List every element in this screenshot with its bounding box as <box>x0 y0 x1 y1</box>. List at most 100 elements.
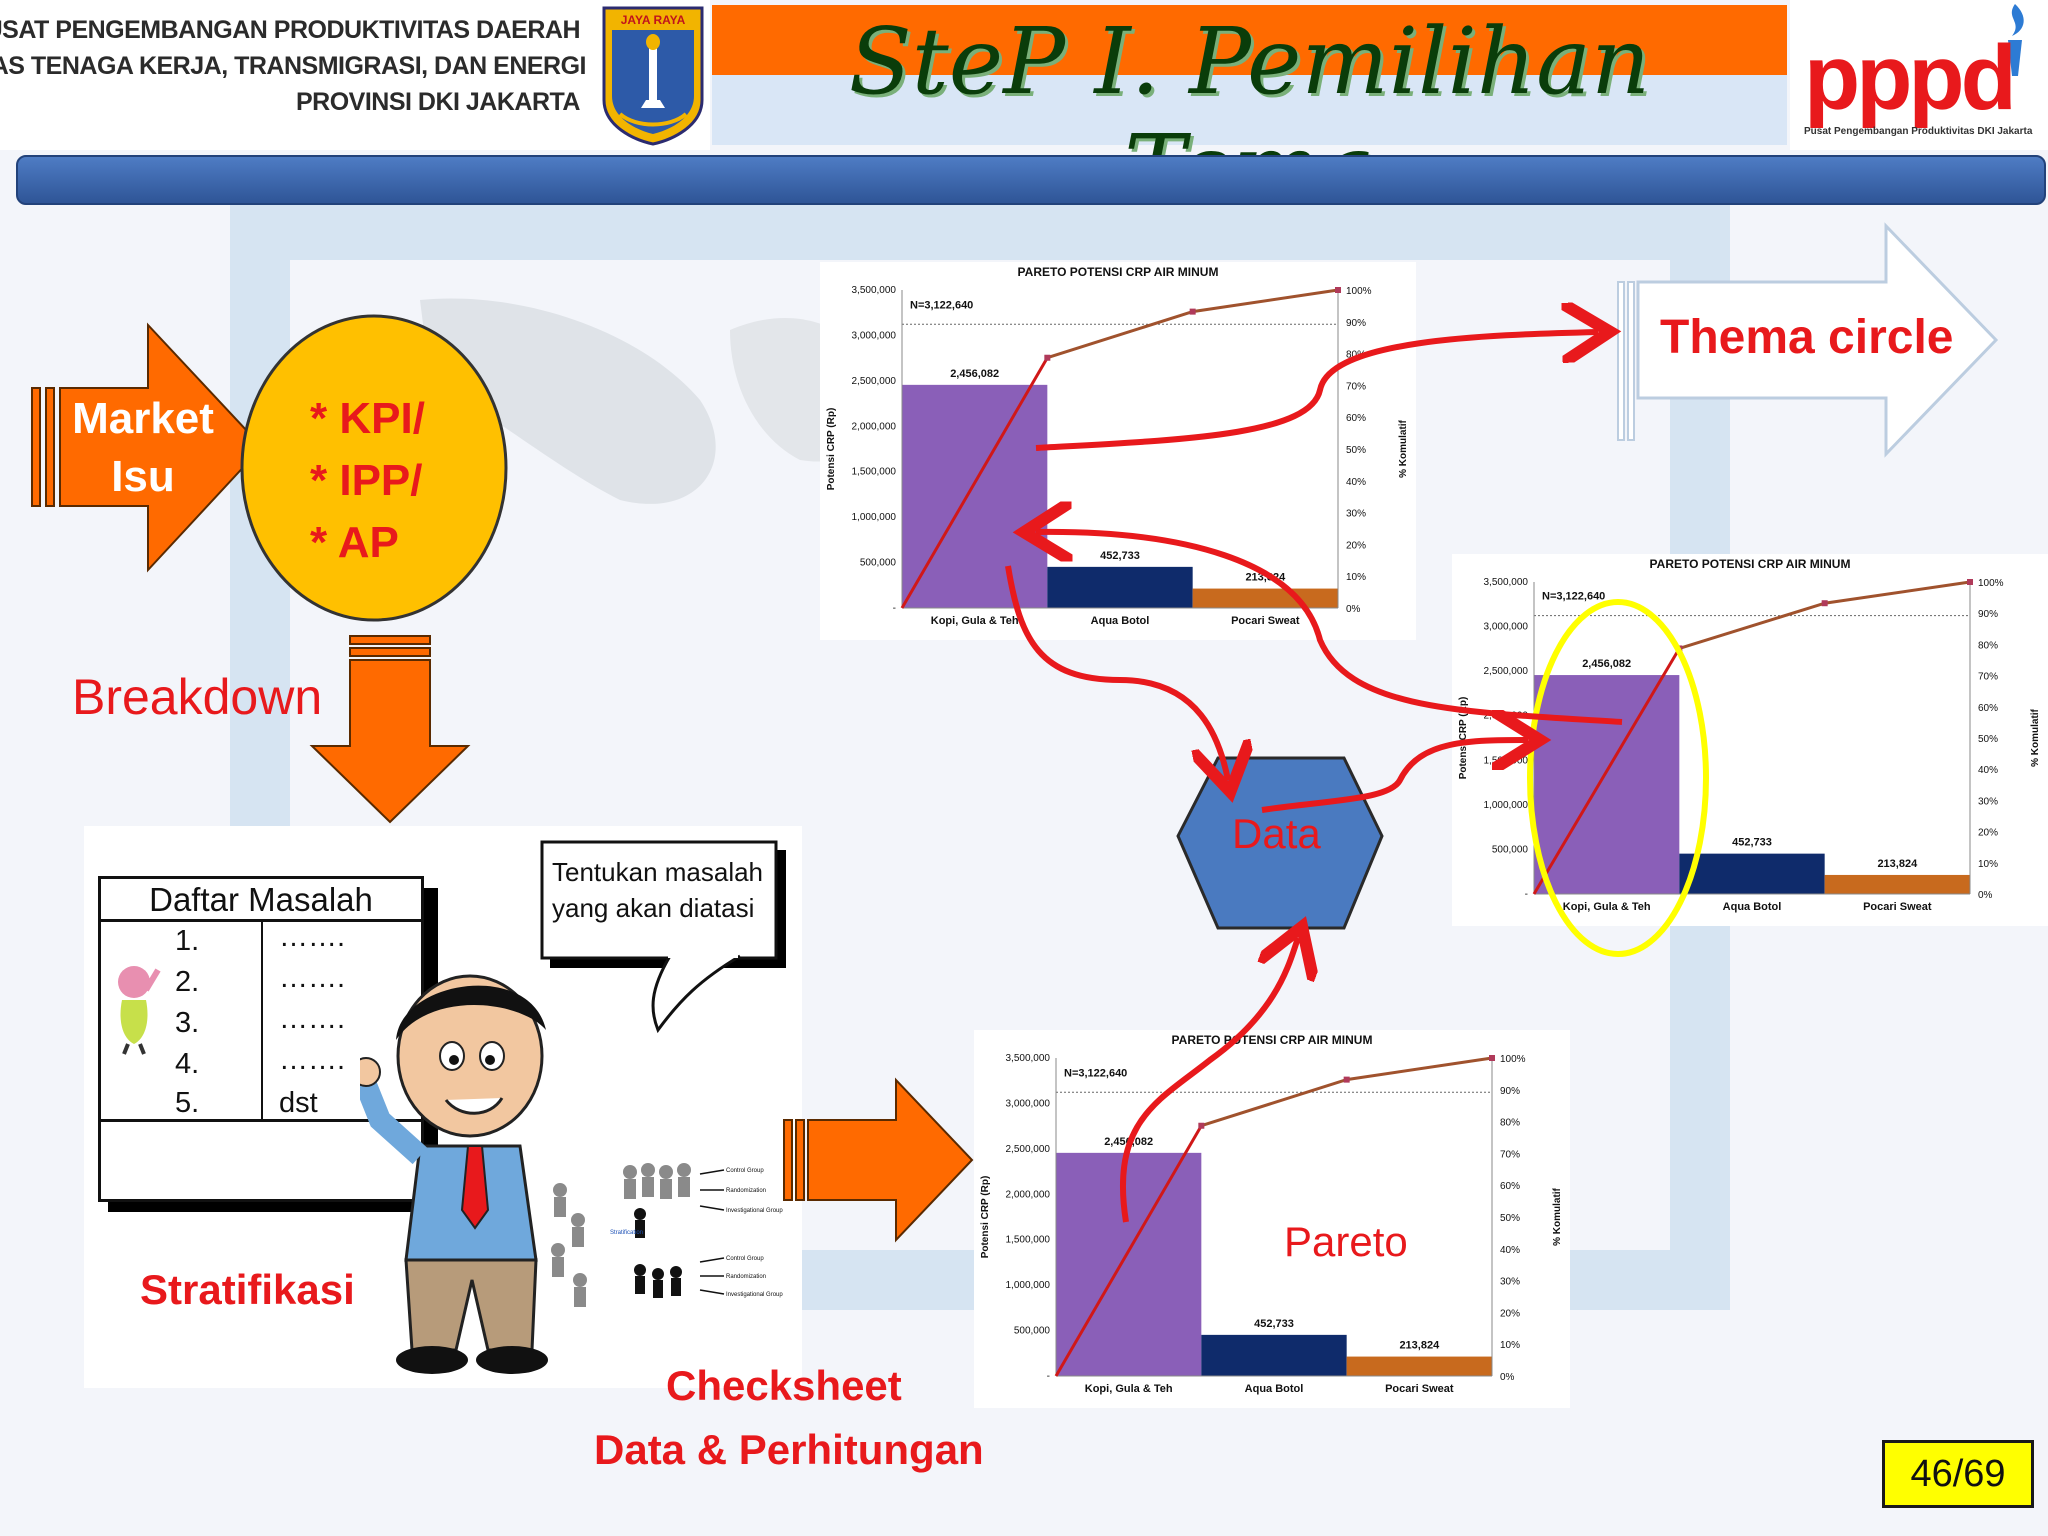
kpi-line-1: * KPI/ <box>310 394 425 443</box>
cumulative-segment-1 <box>900 356 1049 609</box>
bar-value-label: 2,456,082 <box>1104 1136 1153 1148</box>
cumulative-point <box>1198 1122 1205 1129</box>
market-label: Market Isu <box>72 394 214 501</box>
y-tick-label: - <box>1047 1371 1050 1382</box>
strat-label-2: Randomization <box>726 1188 766 1194</box>
y2-tick-label: 0% <box>1500 1372 1515 1383</box>
y-tick-label: 2,500,000 <box>852 376 897 387</box>
y2-tick-label: 40% <box>1500 1245 1520 1256</box>
category-label: Kopi, Gula & Teh <box>1085 1383 1173 1395</box>
y-axis-title: Potensi CRP (Rp) <box>826 408 837 491</box>
bar-3 <box>1346 1356 1492 1376</box>
y-tick-label: 500,000 <box>1014 1326 1051 1337</box>
y-tick-label: 1,000,000 <box>1484 800 1529 811</box>
strat-label-3: Investigational Group <box>726 1208 783 1214</box>
y2-axis-title: % Komulatif <box>1398 419 1409 477</box>
y2-tick-label: 90% <box>1346 318 1366 329</box>
stratification-illustration: Control Group Randomization Investigatio… <box>551 1163 783 1307</box>
strat-label-4: Stratification <box>610 1230 643 1236</box>
y-tick-label: 2,500,000 <box>1006 1144 1051 1155</box>
breakdown-arrow <box>309 635 471 824</box>
y2-axis-title: % Komulatif <box>1552 1187 1563 1245</box>
strat-label-7: Investigational Group <box>726 1292 783 1298</box>
y2-tick-label: 80% <box>1500 1118 1520 1129</box>
checksheet-arrow <box>783 1077 974 1243</box>
daftar-title: Daftar Masalah <box>101 879 421 922</box>
category-label: Pocari Sweat <box>1863 901 1932 913</box>
y2-tick-label: 70% <box>1500 1149 1520 1160</box>
bar-3 <box>1192 588 1338 608</box>
y2-tick-label: 60% <box>1500 1181 1520 1192</box>
stratifikasi-label: Stratifikasi <box>140 1266 355 1313</box>
y2-tick-label: 100% <box>1500 1054 1526 1065</box>
bar-2 <box>1679 853 1825 894</box>
bar-value-label: 213,824 <box>1245 572 1286 584</box>
daftar-item-3: ……. <box>279 1003 346 1035</box>
market-arrow <box>31 322 264 573</box>
y2-tick-label: 50% <box>1500 1213 1520 1224</box>
checksheet-label: Checksheet <box>666 1362 902 1409</box>
pareto-chart-bottom: PARETO POTENSI CRP AIR MINUM - 500,000 1,00… <box>974 1030 1570 1408</box>
torch-icon <box>2008 4 2024 76</box>
speech-bubble <box>540 840 786 1034</box>
org-line-1: PUSAT PENGEMBANGAN PRODUKTIVITAS DAERAH <box>0 16 580 44</box>
y-tick-label: 2,000,000 <box>1006 1189 1051 1200</box>
bar-1 <box>1056 1152 1202 1376</box>
daftar-item-4: ……. <box>279 1044 346 1076</box>
y2-tick-label: 70% <box>1346 381 1366 392</box>
speech-bubble-text: Tentukan masalah yang akan diatasi <box>552 857 764 923</box>
logo-panel: pppd Pusat Pengembangan Produktivitas DK… <box>1790 0 2048 150</box>
map-bg-island-1 <box>420 298 716 504</box>
y-tick-label: 2,000,000 <box>1484 711 1529 722</box>
bar-value-label: 2,456,082 <box>950 368 999 380</box>
thema-label: Thema circle <box>1660 311 1954 364</box>
header-org-panel: PUSAT PENGEMBANGAN PRODUKTIVITAS DAERAH … <box>0 0 710 150</box>
y-tick-label: 1,000,000 <box>852 512 897 523</box>
y2-tick-label: 100% <box>1346 286 1372 297</box>
y-tick-label: - <box>893 603 896 614</box>
data-label: Data <box>1232 810 1321 857</box>
total-annotation: N=3,122,640 <box>910 299 973 311</box>
pppd-logo: pppd <box>1804 27 2017 129</box>
bar-value-label: 452,733 <box>1254 1318 1294 1330</box>
pareto-label: Pareto <box>1284 1218 1408 1265</box>
y2-tick-label: 50% <box>1978 734 1998 745</box>
y-tick-label: 1,500,000 <box>852 467 897 478</box>
y2-tick-label: 30% <box>1346 509 1366 520</box>
category-label: Pocari Sweat <box>1231 615 1300 627</box>
y2-tick-label: 0% <box>1346 604 1361 615</box>
y2-tick-label: 100% <box>1978 578 2004 589</box>
chart-title: PARETO POTENSI CRP AIR MINUM <box>1172 1033 1373 1047</box>
daftar-number-1: 1. <box>175 925 200 957</box>
thinking-person-icon <box>118 966 161 1055</box>
y2-tick-label: 50% <box>1346 445 1366 456</box>
bar-value-label: 213,824 <box>1877 858 1918 870</box>
y2-tick-label: 60% <box>1978 703 1998 714</box>
title-band <box>712 5 1787 145</box>
y2-tick-label: 60% <box>1346 413 1366 424</box>
blue-divider-bar <box>16 155 2046 205</box>
org-line-3: PROVINSI DKI JAKARTA <box>295 88 581 116</box>
y2-tick-label: 90% <box>1500 1086 1520 1097</box>
daftar-item-2: ……. <box>279 962 346 994</box>
y-tick-label: 3,000,000 <box>1006 1098 1051 1109</box>
category-label: Aqua Botol <box>1723 901 1782 913</box>
y-tick-label: 3,000,000 <box>1484 622 1529 633</box>
y-tick-label: 3,500,000 <box>852 285 897 296</box>
y-tick-label: 2,500,000 <box>1484 666 1529 677</box>
bar-2 <box>1201 1334 1347 1376</box>
y2-tick-label: 10% <box>1346 572 1366 583</box>
kpi-ellipse <box>240 314 508 622</box>
y2-tick-label: 30% <box>1978 796 1998 807</box>
daftar-item-1: ……. <box>279 921 346 953</box>
y-tick-label: 3,500,000 <box>1006 1053 1051 1064</box>
y2-tick-label: 30% <box>1500 1277 1520 1288</box>
y-tick-label: 500,000 <box>860 558 897 569</box>
strat-label-6: Randomization <box>726 1274 766 1280</box>
kpi-line-3: * AP <box>310 518 399 567</box>
breakdown-label: Breakdown <box>72 669 323 725</box>
bar-1 <box>902 384 1048 608</box>
daftar-masalah-box: Daftar Masalah 1. 2. 3. 4. 5. ……. ……. ……… <box>98 876 424 1202</box>
y-tick-label: 500,000 <box>1492 844 1529 855</box>
y-tick-label: 1,000,000 <box>1006 1280 1051 1291</box>
